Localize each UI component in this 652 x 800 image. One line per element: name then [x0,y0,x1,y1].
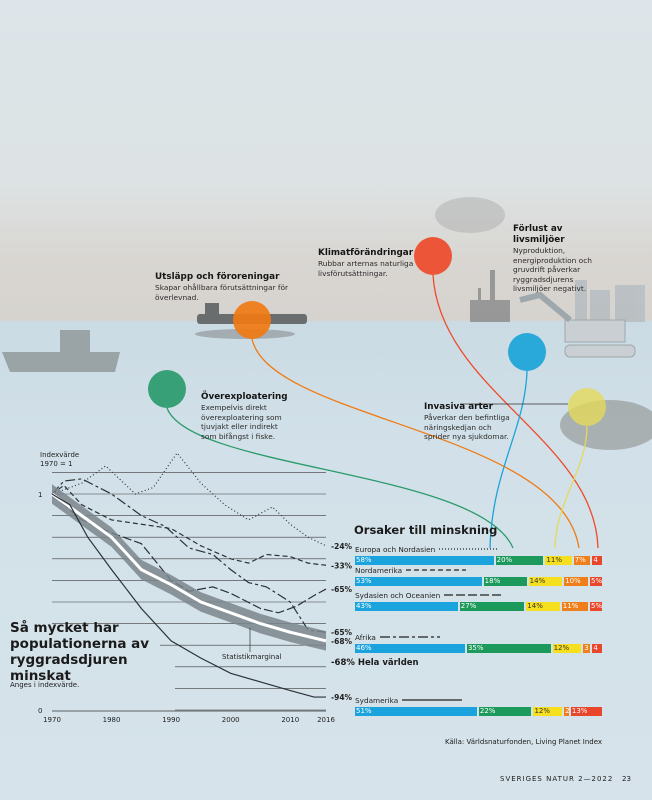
cause-connectors [166,274,599,549]
footer-magazine: SVERIGES NATUR 2—2022 [500,775,614,783]
invasive-connector [554,425,588,549]
region-label: Sydasien och Oceanien [355,591,505,600]
y-tick-label: 0 [38,707,42,715]
region-name: Europa och Nordasien [355,545,436,554]
legend-line [379,636,440,638]
x-tick-label: 2016 [317,716,335,724]
bar-segment-förlust-av-livsmiljöer: 51% [355,707,477,716]
chart-subtitle: Anges i indexvärde. [10,681,80,689]
causes-title: Orsaker till minskning [354,523,498,537]
overexploitation-connector [166,407,514,549]
x-tick-label: 1970 [43,716,61,724]
region-name: Nordamerika [355,566,403,575]
bar-segment-överexploatering: 27% [459,602,525,611]
x-tick-label: 2010 [281,716,299,724]
series-end-label: -68% [331,637,352,646]
source-note: Källa: Världsnaturfonden, Living Planet … [445,738,603,746]
region-label: Europa och Nordasien [355,545,500,554]
bar-segment-invasiva-arter: 14% [528,577,563,586]
region-label: Nordamerika [355,566,467,575]
population-line-chart: -24%-33%-65%-65%-68%-94%Statistikmargina… [38,451,352,724]
series-line-5 [51,493,326,698]
legend-line [406,569,467,571]
pollution-connector [251,338,580,549]
page-number: 23 [622,775,631,783]
series-line-3 [51,478,327,633]
bar-segment-utsläpp-och-föroreningar: 7% [573,556,591,565]
bar-segment-utsläpp-och-föroreningar: 10% [564,577,589,586]
region-label: Sydamerika [355,696,463,705]
legend-line [439,548,500,550]
x-tick-label: 1980 [103,716,121,724]
climate-connector [432,274,599,549]
series-line-2 [51,493,327,614]
series-end-label: -24% [331,542,352,551]
climate-circle [414,237,452,275]
legend-line [402,699,463,701]
x-tick-label: 1990 [162,716,180,724]
chart-title: Så mycket har populationerna av ryggrads… [10,620,150,684]
stacked-bar: 58%20%11%7%4 [355,556,602,565]
bar-segment-förlust-av-livsmiljöer: 53% [355,577,482,586]
region-name: Sydasien och Oceanien [355,591,441,600]
overexploitation-circle [148,370,186,408]
bar-segment-utsläpp-och-föroreningar: 11% [561,602,589,611]
bar-segment-överexploatering: 20% [495,556,544,565]
x-tick-label: 2000 [222,716,240,724]
bar-segment-utsläpp-och-föroreningar: 3 [583,644,591,653]
series-end-label: -94% [331,693,352,702]
pollution-circle [233,301,271,339]
band-label: Statistikmarginal [222,653,282,661]
bar-segment-klimatförändringar: 13% [570,707,602,716]
habitat-loss-connector [489,370,528,549]
bar-segment-invasiva-arter: 11% [545,556,572,565]
bar-segment-klimatförändringar: 5% [590,577,602,586]
bar-segment-klimatförändringar: 5% [590,602,602,611]
region-label: Afrika [355,633,440,642]
series-line-1 [51,484,327,566]
bar-segment-invasiva-arter: 14% [526,602,560,611]
bar-segment-förlust-av-livsmiljöer: 46% [355,644,465,653]
bar-segment-invasiva-arter: 12% [533,707,563,716]
series-end-label: -65% [331,585,352,594]
stacked-bar: 43%27%14%11%5% [355,602,602,611]
world-label: -68% Hela världen [331,658,419,668]
factory-silhouette [435,197,510,322]
stacked-bar: 53%18%14%10%5% [355,577,602,586]
excavator [519,291,636,358]
invasive-circle [568,388,606,426]
series-line-world [51,492,327,643]
bar-segment-överexploatering: 35% [466,644,551,653]
bar-segment-överexploatering: 22% [478,707,532,716]
bar-segment-förlust-av-livsmiljöer: 58% [355,556,494,565]
legend-line [444,594,505,596]
series-end-label: -33% [331,561,352,570]
bar-segment-utsläpp-och-föroreningar: 2 [564,707,569,716]
bar-segment-förlust-av-livsmiljöer: 43% [355,602,458,611]
bar-segment-överexploatering: 18% [483,577,527,586]
fishing-boat [2,330,120,372]
city-silhouette [575,280,645,322]
series-end-label: -65% [331,628,352,637]
region-name: Sydamerika [355,696,399,705]
region-name: Afrika [355,633,376,642]
habitat-loss-circle [508,333,546,371]
bar-segment-klimatförändringar: 4 [592,644,602,653]
bar-segment-klimatförändringar: 4 [592,556,602,565]
bar-segment-invasiva-arter: 12% [552,644,582,653]
y-axis-label: Indexvärde 1970 = 1 [40,451,80,468]
y-tick-label: 1 [38,491,42,499]
